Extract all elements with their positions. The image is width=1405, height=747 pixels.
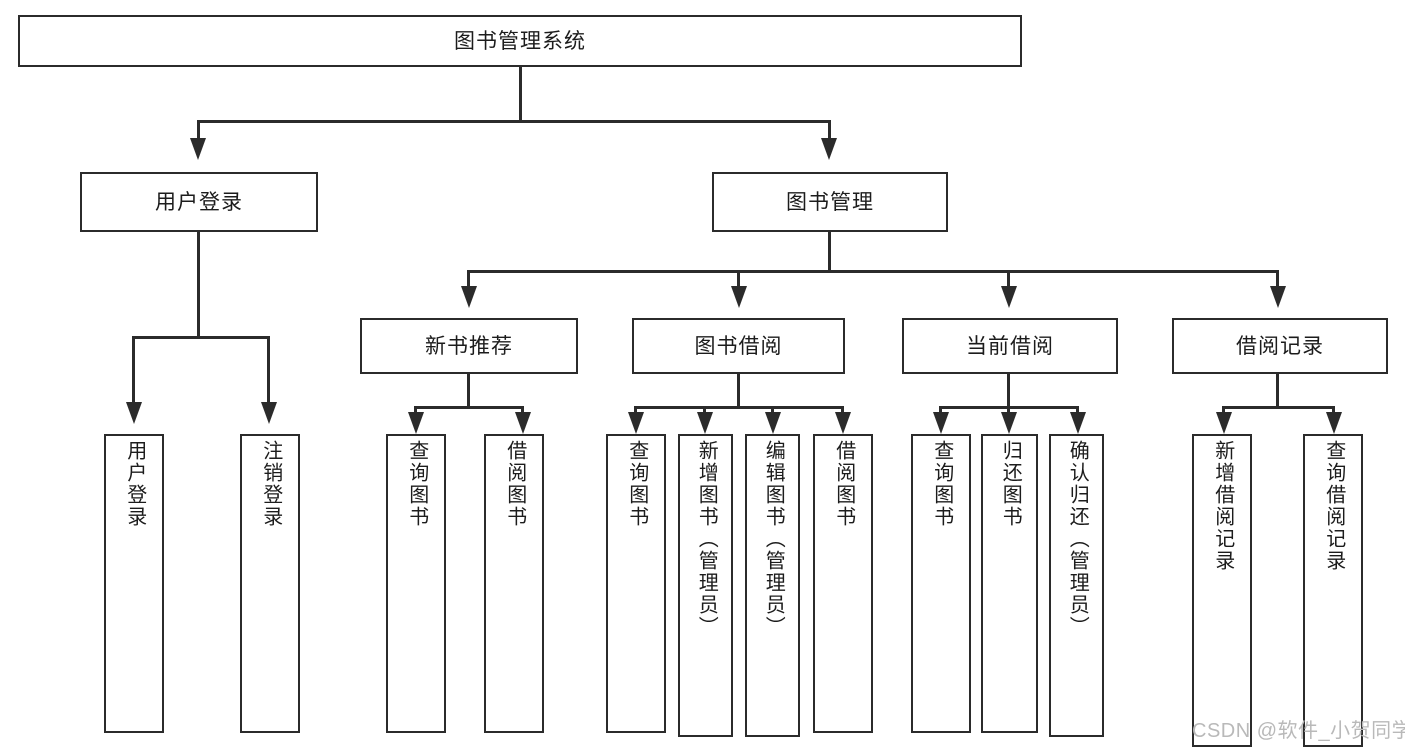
- connector-bm-drop-2: [737, 270, 740, 288]
- arrowhead-to-book-management: [821, 138, 837, 160]
- arrowhead-to-leaf-borrow-book-2: [835, 412, 851, 434]
- connector-root-drop-left: [197, 120, 200, 140]
- node-book-borrow[interactable]: 图书借阅: [632, 318, 845, 374]
- arrowhead-to-current-borrow: [1001, 286, 1017, 308]
- connector-cb-drop-1: [939, 406, 942, 414]
- connector-bm-drop-1: [467, 270, 470, 288]
- connector-br-drop-2: [1332, 406, 1335, 414]
- node-leaf-user-login[interactable]: 用户登录: [104, 434, 164, 733]
- connector-bb-drop-4: [841, 406, 844, 414]
- arrowhead-to-leaf-return-book: [1001, 412, 1017, 434]
- node-label: 图书管理: [786, 190, 874, 214]
- connector-bb-stem: [737, 374, 740, 408]
- connector-bb-bus: [634, 406, 844, 409]
- node-label: 新书推荐: [425, 334, 513, 358]
- arrowhead-to-leaf-user-login: [126, 402, 142, 424]
- connector-bb-drop-2: [703, 406, 706, 414]
- arrowhead-to-book-borrow: [731, 286, 747, 308]
- connector-root-stem: [519, 67, 522, 120]
- connector-root-drop-right: [828, 120, 831, 140]
- node-label: 图书借阅: [694, 334, 783, 358]
- connector-root-bus: [197, 120, 831, 123]
- connector-nbr-drop-2: [521, 406, 524, 414]
- node-borrow-record[interactable]: 借阅记录: [1172, 318, 1388, 374]
- arrowhead-to-leaf-edit-book: [765, 412, 781, 434]
- node-label: 用户登录: [123, 440, 146, 528]
- connector-user-login-stem: [197, 232, 200, 338]
- connector-book-management-bus: [467, 270, 1279, 273]
- node-label: 查询图书: [930, 440, 953, 528]
- node-label: 归还图书: [999, 440, 1022, 528]
- connector-book-management-stem: [828, 232, 831, 272]
- node-leaf-query-book-1[interactable]: 查询图书: [386, 434, 446, 733]
- node-label: 借阅记录: [1236, 334, 1324, 358]
- connector-nbr-stem: [467, 374, 470, 408]
- node-label: 查询图书: [625, 440, 648, 528]
- connector-br-stem: [1276, 374, 1279, 408]
- connector-bb-drop-1: [634, 406, 637, 414]
- node-label: 编辑图书（管理员）: [762, 440, 785, 638]
- arrowhead-to-leaf-query-book-3: [933, 412, 949, 434]
- node-label: 借阅图书: [503, 440, 526, 528]
- node-label: 新增借阅记录: [1211, 440, 1234, 572]
- arrowhead-to-leaf-user-logout: [261, 402, 277, 424]
- connector-cb-drop-2: [1007, 406, 1010, 414]
- node-label: 注销登录: [259, 440, 282, 528]
- node-new-book-recommend[interactable]: 新书推荐: [360, 318, 578, 374]
- node-label: 新增图书（管理员）: [695, 440, 718, 638]
- arrowhead-to-leaf-query-record: [1326, 412, 1342, 434]
- node-leaf-confirm-return[interactable]: 确认归还（管理员）: [1049, 434, 1104, 737]
- arrowhead-to-leaf-borrow-book-1: [515, 412, 531, 434]
- connector-bm-drop-4: [1276, 270, 1279, 288]
- connector-user-login-drop-1: [132, 336, 135, 404]
- arrowhead-to-user-login: [190, 138, 206, 160]
- arrowhead-to-new-book-recommend: [461, 286, 477, 308]
- node-label: 查询图书: [405, 440, 428, 528]
- node-leaf-add-record[interactable]: 新增借阅记录: [1192, 434, 1252, 747]
- node-root-book-management-system[interactable]: 图书管理系统: [18, 15, 1022, 67]
- connector-cb-stem: [1007, 374, 1010, 408]
- node-label: 查询借阅记录: [1322, 440, 1345, 572]
- connector-cb-drop-3: [1076, 406, 1079, 414]
- connector-user-login-drop-2: [267, 336, 270, 404]
- node-label: 图书管理系统: [454, 29, 586, 53]
- connector-br-bus: [1222, 406, 1335, 409]
- node-leaf-borrow-book-1[interactable]: 借阅图书: [484, 434, 544, 733]
- node-leaf-add-book[interactable]: 新增图书（管理员）: [678, 434, 733, 737]
- arrowhead-to-leaf-add-record: [1216, 412, 1232, 434]
- node-leaf-query-book-3[interactable]: 查询图书: [911, 434, 971, 733]
- node-user-login[interactable]: 用户登录: [80, 172, 318, 232]
- arrowhead-to-leaf-confirm-return: [1070, 412, 1086, 434]
- arrowhead-to-leaf-add-book: [697, 412, 713, 434]
- node-leaf-query-book-2[interactable]: 查询图书: [606, 434, 666, 733]
- node-label: 确认归还（管理员）: [1066, 440, 1089, 638]
- connector-nbr-bus: [414, 406, 524, 409]
- node-leaf-edit-book[interactable]: 编辑图书（管理员）: [745, 434, 800, 737]
- arrowhead-to-leaf-query-book-1: [408, 412, 424, 434]
- node-leaf-return-book[interactable]: 归还图书: [981, 434, 1038, 733]
- node-leaf-borrow-book-2[interactable]: 借阅图书: [813, 434, 873, 733]
- node-label: 当前借阅: [966, 334, 1054, 358]
- node-label: 用户登录: [155, 190, 243, 214]
- node-book-management[interactable]: 图书管理: [712, 172, 948, 232]
- node-leaf-query-record[interactable]: 查询借阅记录: [1303, 434, 1363, 747]
- arrowhead-to-leaf-query-book-2: [628, 412, 644, 434]
- arrowhead-to-borrow-record: [1270, 286, 1286, 308]
- connector-bb-drop-3: [771, 406, 774, 414]
- connector-nbr-drop-1: [414, 406, 417, 414]
- connector-br-drop-1: [1222, 406, 1225, 414]
- connector-user-login-bus: [132, 336, 270, 339]
- node-current-borrow[interactable]: 当前借阅: [902, 318, 1118, 374]
- node-leaf-user-logout[interactable]: 注销登录: [240, 434, 300, 733]
- connector-bm-drop-3: [1007, 270, 1010, 288]
- node-label: 借阅图书: [832, 440, 855, 528]
